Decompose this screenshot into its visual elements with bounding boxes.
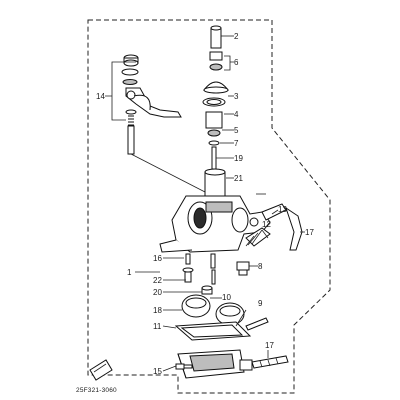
label-2: 2 [234, 32, 239, 41]
carburetor-body [159, 195, 271, 253]
label-3: 3 [234, 92, 239, 101]
drawing-code: 25F321-3060 [76, 387, 117, 394]
label-10: 10 [222, 293, 231, 302]
label-15: 15 [153, 367, 162, 376]
label-1: 1 [127, 268, 132, 277]
float-bowl [177, 349, 253, 379]
front-arrow-icon [89, 359, 113, 381]
label-6: 6 [234, 58, 239, 67]
needle-valve [245, 317, 269, 331]
label-11: 11 [153, 322, 162, 331]
label-21: 21 [234, 174, 243, 183]
overflow-fitting [261, 203, 303, 251]
label-22: 22 [153, 276, 162, 285]
throttle-stop-assembly [121, 54, 206, 193]
label-4: 4 [234, 110, 239, 119]
label-12: 12 [262, 220, 271, 229]
label-13: 13 [278, 205, 287, 214]
label-14: 14 [96, 92, 105, 101]
label-19: 19 [234, 154, 243, 163]
assembly-boundary [87, 19, 331, 394]
lower-screws [182, 253, 216, 285]
throttle-stack [202, 25, 230, 197]
leader-lines [105, 35, 305, 372]
drain-plug [236, 261, 250, 276]
label-8: 8 [258, 262, 263, 271]
label-18: 18 [153, 306, 162, 315]
label-7: 7 [234, 139, 239, 148]
label-5: 5 [234, 126, 239, 135]
label-20: 20 [153, 288, 162, 297]
bowl-screw [175, 363, 193, 370]
float [181, 294, 245, 326]
label-17-lower: 17 [265, 341, 274, 350]
drain-hose [251, 355, 289, 369]
label-9: 9 [258, 299, 263, 308]
label-16: 16 [153, 254, 162, 263]
float-bowl-gasket [174, 321, 252, 341]
main-jet [201, 285, 213, 295]
label-17-upper: 17 [305, 228, 314, 237]
